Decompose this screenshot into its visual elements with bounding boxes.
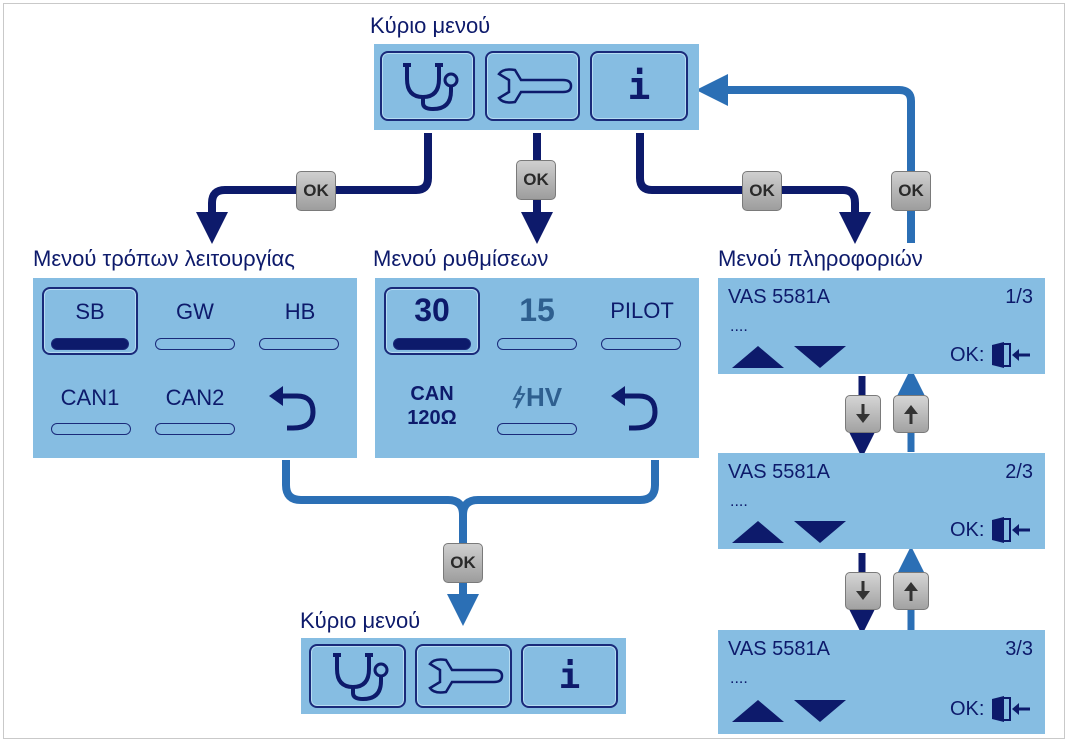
- info-device-name: VAS 5581A: [728, 638, 830, 660]
- info-page-number: 2/3: [1005, 461, 1033, 483]
- ok-label: OK: [749, 181, 775, 200]
- main-menu-bottom-title: Κύριο μενού: [300, 608, 421, 633]
- main-menu-title: Κύριο μενού: [370, 13, 491, 38]
- ok-button-settings[interactable]: OK: [516, 160, 556, 200]
- back-arrow-icon[interactable]: [265, 384, 321, 434]
- page-up-button[interactable]: [893, 572, 929, 610]
- lightning-icon: [512, 385, 526, 409]
- ok-label: OK: [303, 181, 329, 200]
- exit-door-icon[interactable]: [990, 696, 1032, 722]
- page-down-button[interactable]: [845, 395, 881, 433]
- setting-option-15[interactable]: 15: [519, 292, 555, 328]
- setting-option-pilot[interactable]: PILOT: [610, 298, 674, 323]
- info-menu-title: Μενού πληροφοριών: [718, 246, 923, 271]
- ok-label: OK: [450, 553, 476, 572]
- setting-option-hv[interactable]: HV: [489, 382, 585, 413]
- exit-door-icon[interactable]: [990, 517, 1032, 543]
- info-ellipsis: ....: [730, 493, 748, 510]
- scroll-up-icon[interactable]: [732, 519, 784, 545]
- mode-menu-title: Μενού τρόπων λειτουργίας: [33, 246, 295, 271]
- mode-option-gw[interactable]: GW: [176, 299, 214, 324]
- stethoscope-icon: [332, 653, 388, 702]
- settings-menu-title: Μενού ρυθμίσεων: [373, 246, 549, 271]
- scroll-up-icon[interactable]: [732, 698, 784, 724]
- info-button[interactable]: i: [521, 644, 618, 708]
- setting-indicator-15: [497, 338, 577, 350]
- info-page-number: 3/3: [1005, 638, 1033, 660]
- mode-option-can2[interactable]: CAN2: [165, 385, 225, 410]
- arrow-back-merge: [282, 460, 659, 605]
- hv-label: HV: [525, 382, 563, 412]
- exit-door-icon[interactable]: [990, 342, 1032, 368]
- scroll-down-icon[interactable]: [794, 698, 846, 724]
- mode-option-hb[interactable]: HB: [284, 299, 316, 324]
- setting-option-30[interactable]: 30: [414, 292, 450, 328]
- info-device-name: VAS 5581A: [728, 461, 830, 483]
- ok-button-info[interactable]: OK: [742, 171, 782, 211]
- info-icon: i: [627, 64, 651, 108]
- main-menu-panel: i: [374, 44, 699, 130]
- page-up-button[interactable]: [893, 395, 929, 433]
- info-button[interactable]: i: [590, 51, 688, 121]
- info-page-1: VAS 5581A 1/3 .... OK:: [718, 278, 1045, 374]
- mode-indicator-hb: [259, 338, 339, 350]
- back-arrow-icon[interactable]: [607, 384, 663, 434]
- wrench-icon: [496, 68, 572, 104]
- main-menu-bottom-panel: i: [301, 638, 626, 714]
- settings-menu-panel: 30 15 PILOT CAN 120Ω HV: [375, 278, 699, 458]
- settings-button[interactable]: [485, 51, 580, 121]
- info-page-3: VAS 5581A 3/3 .... OK:: [718, 630, 1045, 734]
- mode-indicator-sb: [51, 338, 129, 350]
- mode-indicator-can1: [51, 423, 131, 435]
- arrow-up-icon: [904, 405, 918, 424]
- scroll-up-icon[interactable]: [732, 344, 784, 370]
- ok-button-return[interactable]: OK: [891, 171, 931, 211]
- setting-option-can[interactable]: CAN 120Ω: [384, 382, 480, 430]
- info-device-name: VAS 5581A: [728, 286, 830, 308]
- selected-option-frame: [42, 287, 138, 355]
- setting-indicator-pilot: [601, 338, 681, 350]
- scroll-down-icon[interactable]: [794, 519, 846, 545]
- ok-label: OK: [898, 181, 924, 200]
- setting-indicator-hv: [497, 423, 577, 435]
- scroll-down-icon[interactable]: [794, 344, 846, 370]
- mode-option-can1[interactable]: CAN1: [60, 385, 120, 410]
- ok-exit-label: OK:: [950, 698, 985, 720]
- info-page-2: VAS 5581A 2/3 .... OK:: [718, 453, 1045, 549]
- stethoscope-icon: [402, 63, 458, 112]
- info-page-number: 1/3: [1005, 286, 1033, 308]
- mode-option-sb[interactable]: SB: [75, 299, 105, 324]
- arrow-down-icon: [856, 581, 870, 600]
- info-icon: i: [558, 655, 581, 697]
- info-ellipsis: ....: [730, 670, 748, 687]
- ok-exit-label: OK:: [950, 344, 985, 366]
- diagram-frame: [3, 3, 1065, 739]
- can-line1: CAN: [410, 383, 454, 405]
- selected-option-frame: [384, 287, 480, 355]
- diagnosis-button[interactable]: [309, 644, 406, 708]
- arrow-down-icon: [856, 404, 870, 423]
- settings-button[interactable]: [415, 644, 512, 708]
- ok-label: OK: [523, 170, 549, 189]
- info-ellipsis: ....: [730, 318, 748, 335]
- page-down-button[interactable]: [845, 572, 881, 610]
- arrow-up-icon: [904, 582, 918, 601]
- arrow-info-to-main: [696, 74, 915, 243]
- setting-indicator-30: [393, 338, 471, 350]
- can-line2: 120Ω: [407, 407, 457, 429]
- mode-indicator-can2: [155, 423, 235, 435]
- diagnosis-button[interactable]: [380, 51, 475, 121]
- mode-indicator-gw: [155, 338, 235, 350]
- wrench-icon: [427, 658, 503, 694]
- mode-menu-panel: SB GW HB CAN1 CAN2: [33, 278, 357, 458]
- ok-button-back[interactable]: OK: [443, 543, 483, 583]
- ok-exit-label: OK:: [950, 519, 985, 541]
- ok-button-mode[interactable]: OK: [296, 171, 336, 211]
